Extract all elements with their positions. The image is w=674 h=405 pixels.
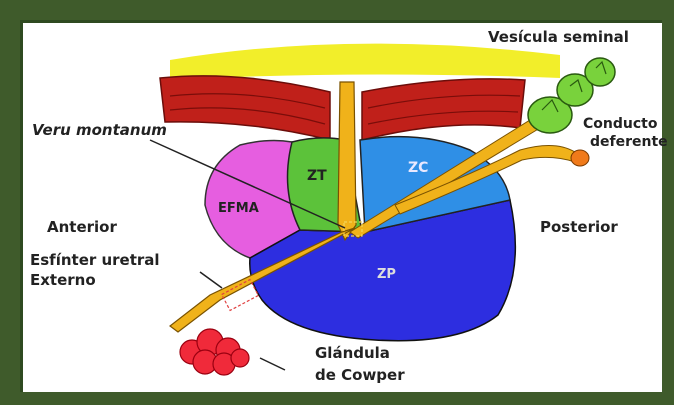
urethra	[338, 82, 356, 240]
label-anterior: Anterior	[47, 218, 117, 236]
label-glandula-2: de Cowper	[315, 366, 405, 384]
bladder-wall-left	[160, 76, 330, 140]
label-zp: ZP	[377, 267, 396, 282]
label-conducto-2: deferente	[590, 134, 668, 150]
bladder-wall-right	[362, 79, 525, 140]
label-zt: ZT	[307, 168, 327, 184]
vas-deferens-end	[571, 150, 589, 166]
label-glandula-1: Glándula	[315, 344, 390, 362]
label-zc: ZC	[408, 160, 428, 176]
label-esfinter-1: Esfínter uretral	[30, 251, 160, 269]
cowper-gland	[180, 329, 249, 375]
label-efma: EFMA	[218, 201, 259, 216]
label-posterior: Posterior	[540, 218, 618, 236]
label-veru-montanum: Veru montanum	[32, 121, 167, 139]
bladder-mucosa	[170, 44, 560, 80]
label-vesicula-seminal: Vesícula seminal	[488, 28, 629, 46]
label-esfinter-2: Externo	[30, 271, 96, 289]
label-conducto-1: Conducto	[583, 116, 658, 132]
